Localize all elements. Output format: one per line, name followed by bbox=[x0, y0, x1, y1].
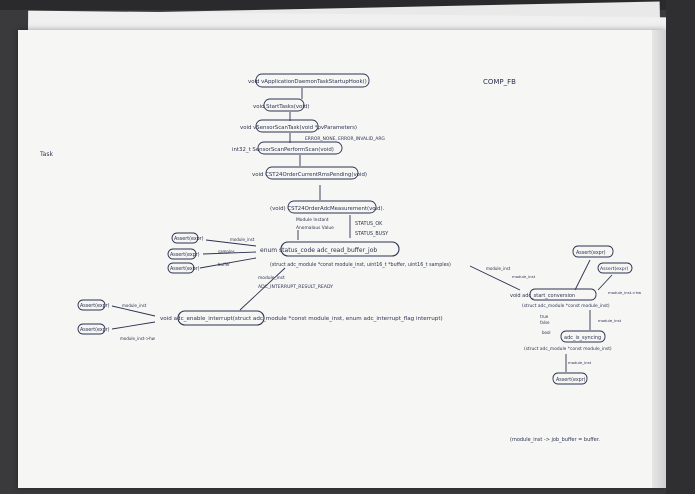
flow-line-4: int32_t SensorScanPerformScan(void) bbox=[232, 147, 334, 153]
flow-oval-2 bbox=[263, 98, 305, 112]
assert-oval-2 bbox=[167, 248, 197, 260]
note-7c: buffer bbox=[218, 262, 230, 267]
note-7a: module_inst bbox=[230, 237, 255, 242]
status-busy: STATUS_BUSY bbox=[355, 231, 388, 237]
bool-label: bool bbox=[542, 330, 551, 335]
flow-line-7: enum status_code adc_read_buffer_job bbox=[260, 247, 377, 254]
note-8b: ADC_INTERRUPT_RESULT_READY bbox=[258, 284, 333, 290]
flow-oval-6 bbox=[287, 200, 377, 214]
assert-bottom: Assert(expr) bbox=[556, 377, 586, 383]
true-label: true bbox=[540, 314, 549, 319]
arrow-assert-4 bbox=[111, 305, 156, 317]
assert-oval-right bbox=[597, 262, 633, 274]
start-args: (struct adc_module *const module_inst) bbox=[522, 303, 610, 309]
inst-3: module_inst bbox=[568, 360, 592, 365]
margin-note: Task bbox=[39, 151, 53, 158]
syncing-oval bbox=[560, 330, 606, 343]
note-7d: module_inst bbox=[486, 266, 511, 271]
flow-line-3: void vSensorScanTask(void *pvParameters) bbox=[240, 125, 357, 131]
arrow-assert-2 bbox=[202, 251, 257, 255]
start-fn: void adc_start_conversion bbox=[510, 293, 575, 299]
assert-3: Assert(expr) bbox=[170, 266, 200, 272]
assert-2: Assert(expr) bbox=[170, 252, 200, 258]
flow-note-3: ERROR_NONE, ERROR_INVALID_ARG bbox=[305, 136, 385, 142]
flow-line-5: void CST24OrderCurrentRmsPending(void) bbox=[252, 172, 367, 178]
flow-line-6: (void) CST24OrderAdcMeasurement(void). bbox=[270, 206, 385, 212]
flow-line-9: void adc_enable_interrupt(struct adc_mod… bbox=[160, 316, 443, 322]
assert-oval-bottom bbox=[552, 372, 588, 385]
assert-5: Assert(expr) bbox=[80, 327, 110, 333]
arrow-assert-1 bbox=[205, 239, 257, 247]
note-7b: samples bbox=[218, 249, 235, 254]
assert-oval-right-top bbox=[572, 245, 614, 258]
flow-line-1: void vApplicationDaemonTaskStartupHook() bbox=[248, 79, 367, 85]
assert-oval-4 bbox=[77, 299, 106, 311]
background-top bbox=[0, 0, 695, 10]
assert-4: Assert(expr) bbox=[80, 303, 110, 309]
assert-oval-5 bbox=[77, 323, 106, 335]
status-ok: STATUS_OK bbox=[355, 221, 383, 227]
syncing-args: (struct adc_module *const module_inst) bbox=[524, 346, 612, 352]
assert-oval-3 bbox=[167, 262, 195, 274]
start-oval bbox=[529, 288, 597, 301]
paper-sheet bbox=[18, 30, 666, 488]
assert-1: Assert(expr) bbox=[174, 236, 204, 242]
flow-oval-7 bbox=[280, 241, 400, 257]
flow-line-7b: (struct adc_module *const module_inst, u… bbox=[270, 262, 451, 268]
flow-oval-9 bbox=[177, 310, 265, 326]
flow-oval-4 bbox=[257, 141, 343, 155]
arrow-assert-5 bbox=[111, 321, 156, 330]
assert-right-top: Assert(expr) bbox=[576, 250, 606, 256]
flow-oval-5 bbox=[265, 166, 359, 180]
syncing-fn: adc_is_syncing bbox=[564, 335, 601, 341]
arrow-right-branch bbox=[469, 265, 521, 291]
inst-2: module_inst bbox=[598, 318, 622, 323]
note-8a: module_inst bbox=[258, 275, 285, 281]
arrow-8 bbox=[239, 267, 286, 311]
footer-note: (module_inst -> job_buffer = buffer. bbox=[510, 437, 600, 443]
background-right bbox=[666, 0, 695, 494]
flow-oval-3 bbox=[255, 119, 319, 133]
note-9b: module_inst->hw bbox=[120, 336, 156, 341]
assert-oval-1 bbox=[171, 232, 199, 244]
arrow-right bbox=[597, 274, 613, 291]
right-note-inst: module_inst bbox=[512, 274, 536, 279]
right-note-hw: module_inst->hw bbox=[608, 290, 641, 295]
arrow-right-top bbox=[574, 259, 591, 291]
flow-line-2: void StartTasks(void) bbox=[253, 104, 309, 110]
flow-note-6b: Anomalous Value bbox=[296, 225, 334, 231]
flow-oval-1 bbox=[255, 73, 370, 88]
paper-edge bbox=[652, 30, 666, 488]
flow-note-6a: Module Instant bbox=[296, 217, 329, 223]
false-label: false bbox=[540, 320, 550, 325]
note-9a: module_inst bbox=[122, 303, 147, 308]
comp-tag: COMP_FB bbox=[483, 78, 516, 86]
assert-right: Assert(expr) bbox=[600, 266, 629, 272]
arrow-assert-3 bbox=[199, 257, 257, 269]
